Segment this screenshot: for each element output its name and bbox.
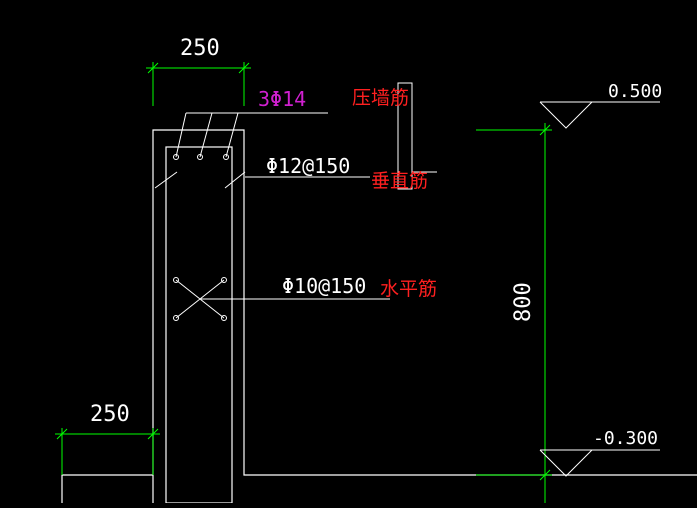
elev-top-text: 0.500 [608,81,662,102]
label-vertical-text: 垂直筋 [371,170,428,192]
rebar-top-text: 3Φ14 [258,87,306,111]
dim-top-width [146,62,251,106]
rebar-horizontal-text: Φ10@150 [282,274,366,298]
detail-bracket [397,82,437,190]
dim-bottom-width-text: 250 [90,402,130,427]
dim-height-text: 800 [511,282,536,322]
label-top-text: 压墙筋 [352,87,409,109]
rebar-vertical-text: Φ12@150 [266,154,350,178]
cap-rebar-leaders [175,112,328,158]
dim-height [476,123,552,503]
elev-marker-top [539,101,660,129]
vertical-rebar-leaders [154,171,370,189]
elev-bottom-text: -0.300 [593,428,658,449]
dim-top-width-text: 250 [180,36,220,61]
dim-bottom-width [55,428,160,475]
label-horizontal-text: 水平筋 [380,278,437,300]
elev-marker-bottom [539,449,660,477]
cap-rebar-dots [173,154,229,160]
